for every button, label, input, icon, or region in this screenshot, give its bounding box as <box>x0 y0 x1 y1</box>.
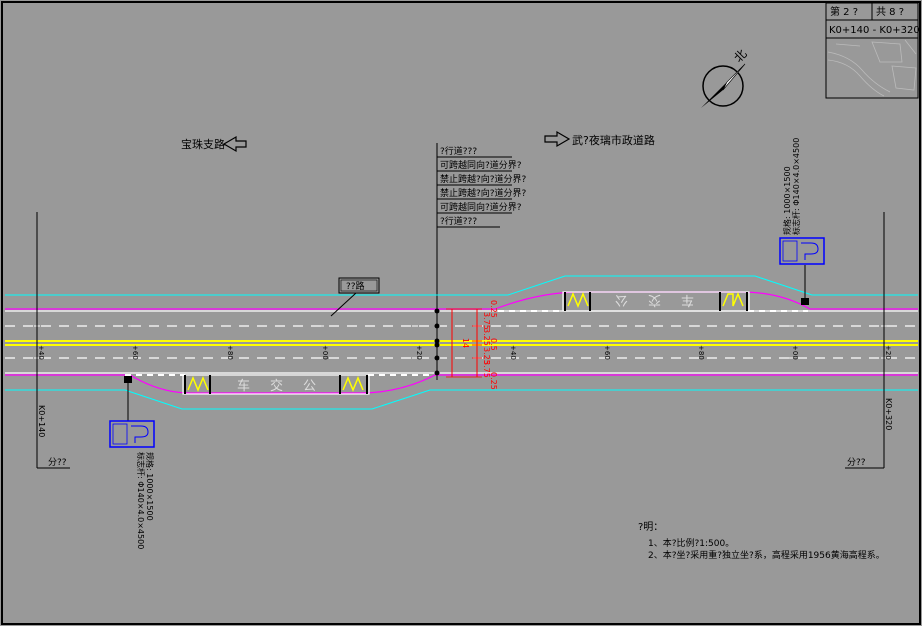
dimension-chain: 14 0.25 3.75 3.25 0.5 3.25 3.75 0.25 <box>446 300 498 390</box>
sign-spec: 规格: 1000×1500 <box>145 452 155 521</box>
lane-lines <box>5 310 918 376</box>
bus-word-marking: 公 <box>303 379 316 394</box>
legend-item: 可跨越同向?道分界? <box>440 159 522 171</box>
dim-label: 0.5 <box>489 338 498 351</box>
center-label-leader <box>330 292 357 317</box>
sign-pole-spec: 标志杆: Φ140×4.0×4500 <box>136 452 146 549</box>
station-ticks: +40 +60 +80 +00 +20 +40 +60 +80 +00 +20 <box>34 325 892 360</box>
split-line-label: 分?? <box>847 457 866 468</box>
station-label: +60 <box>603 345 611 360</box>
bus-stop-sign-north: 规格: 1000×1500 标志杆: Φ140×4.0×4500 <box>779 138 825 305</box>
bus-word-marking: 车 <box>237 378 250 394</box>
curb-south <box>5 374 918 394</box>
bus-word-marking: 车 <box>681 292 694 308</box>
split-line-label: 分?? <box>48 457 67 468</box>
zigzag-marking <box>722 292 744 307</box>
bus-word-marking: 公 <box>615 292 628 307</box>
direction-left-label: 宝珠支路 <box>181 137 225 151</box>
legend-item: 禁止跨越?向?道分界? <box>440 187 527 199</box>
center-label: ??路 <box>330 277 380 317</box>
station-label: +40 <box>509 345 517 360</box>
zigzag-marking <box>342 376 364 392</box>
bus-stop-sign-south: 规格: 1000×1500 标志杆: Φ140×4.0×4500 <box>109 376 155 549</box>
bus-bay-box <box>182 374 370 395</box>
compass-ring-icon <box>702 65 744 107</box>
notes-heading: ?明： <box>638 521 663 533</box>
notes: ?明： 1、本?比例?1:500。 2、本?坐?采用重?独立坐?系，高程采用19… <box>638 521 885 561</box>
road-edge-south <box>5 389 918 410</box>
title-block: 第 2 ? 共 8 ? K0+140 - K0+320 <box>825 2 920 99</box>
sign-pole-spec: 标志杆: Φ140×4.0×4500 <box>791 138 801 235</box>
dim-label: 3.75 <box>482 312 491 330</box>
chainage-end: K0+320 分?? <box>845 212 893 469</box>
legend-item: 可跨越同向?道分界? <box>440 201 522 213</box>
direction-left: 宝珠支路 <box>181 135 247 153</box>
direction-right: 武?夜璃市政道路 <box>544 130 655 148</box>
lane-legend: ?行道??? 可跨越同向?道分界? 禁止跨越?向?道分界? 禁止跨越?向?道分界… <box>436 143 527 380</box>
bus-bay-north: 公 交 车 <box>562 291 750 312</box>
arrow-left-icon <box>222 135 247 153</box>
north-label: 北 <box>731 47 749 65</box>
section-markers <box>434 308 440 376</box>
notes-item: 1、本?比例?1:500。 <box>648 537 734 549</box>
legend-item: ?行道??? <box>440 215 477 227</box>
dim-label: 0.25 <box>489 300 498 318</box>
chainage-start-label: K0+140 <box>37 405 46 437</box>
station-label: +40 <box>37 345 45 360</box>
bus-word-marking: 交 <box>648 292 661 308</box>
station-label: +00 <box>791 345 799 360</box>
center-label-text: ??路 <box>346 280 365 292</box>
road-edge-north <box>5 275 918 296</box>
dim-label: 3.75 <box>482 360 491 378</box>
north-arrow: 北 <box>701 47 750 108</box>
direction-right-label: 武?夜璃市政道路 <box>572 133 655 147</box>
notes-item: 2、本?坐?采用重?独立坐?系，高程采用1956黄海高程系。 <box>648 549 885 561</box>
dim-label: 0.25 <box>489 372 498 390</box>
station-label: +20 <box>884 345 892 360</box>
sheet-number: 第 2 ? <box>830 5 858 18</box>
dim-label: 3.25 <box>482 328 491 346</box>
station-label: +80 <box>226 345 234 360</box>
total-width-label: 14 <box>461 338 470 348</box>
sign-post-icon <box>124 376 132 383</box>
chainage-end-label: K0+320 <box>884 398 893 430</box>
station-range: K0+140 - K0+320 <box>829 25 920 36</box>
bus-word-marking: 交 <box>270 378 283 394</box>
dim-label: 3.25 <box>482 347 491 365</box>
sign-post-icon <box>801 298 809 305</box>
bus-stop-sign-icon <box>779 237 825 265</box>
bus-bay-box <box>562 291 750 312</box>
station-label: +60 <box>131 345 139 360</box>
station-label: +20 <box>415 345 423 360</box>
station-label: +00 <box>321 345 329 360</box>
centerline <box>5 340 918 346</box>
sign-spec: 规格: 1000×1500 <box>782 166 792 235</box>
arrow-right-icon <box>544 130 571 148</box>
bus-bay-south: 车 交 公 <box>182 374 370 395</box>
sheet-total: 共 8 ? <box>876 6 904 18</box>
road-edges <box>5 275 918 410</box>
station-label: +80 <box>697 345 705 360</box>
chainage-start: K0+140 分?? <box>36 212 70 469</box>
legend-item: 禁止跨越?向?道分界? <box>440 173 527 185</box>
legend-item: ?行道??? <box>440 145 477 157</box>
zigzag-marking <box>567 292 589 308</box>
zigzag-marking <box>187 376 209 392</box>
key-map-thumbnail <box>827 39 917 97</box>
bus-stop-sign-icon <box>109 420 155 448</box>
